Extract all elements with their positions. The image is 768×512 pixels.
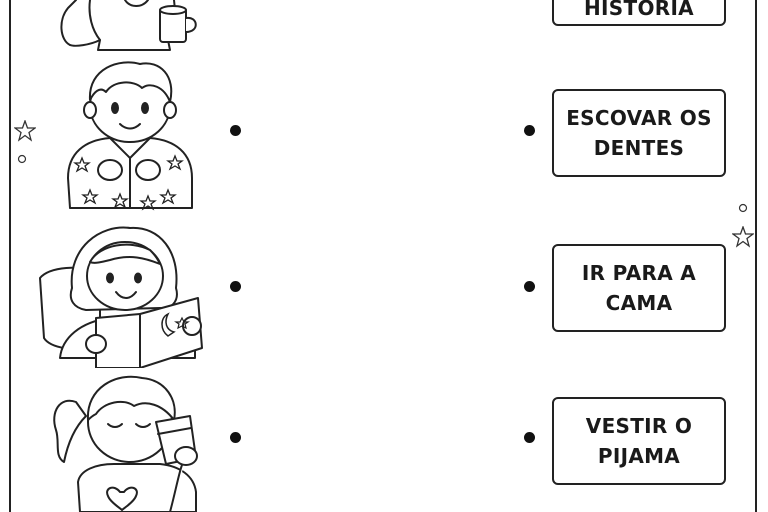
circle-icon (738, 203, 748, 213)
match-dot-left-1[interactable] (230, 125, 241, 136)
circle-icon (17, 154, 27, 164)
star-icon (14, 120, 36, 142)
boy-in-pajamas-illustration (67, 61, 193, 211)
label-text: ESCOVAR OS DENTES (566, 106, 712, 160)
label-text: VESTIR O PIJAMA (585, 414, 693, 468)
girl-reading-book-illustration (39, 226, 203, 368)
label-text: IR PARA A CAMA (581, 261, 697, 315)
match-dot-right-3[interactable] (524, 432, 535, 443)
match-dot-right-1[interactable] (524, 125, 535, 136)
label-box-escovar-os-dentes[interactable]: ESCOVAR OS DENTES (552, 89, 726, 177)
girl-drinking-water-illustration (53, 375, 198, 512)
label-box-historia[interactable]: HISTÓRIA (552, 0, 726, 26)
match-dot-left-2[interactable] (230, 281, 241, 292)
worksheet-border-right (755, 0, 757, 512)
label-text: HISTÓRIA (584, 0, 694, 20)
worksheet-border-left (9, 0, 11, 512)
label-box-ir-para-a-cama[interactable]: IR PARA A CAMA (552, 244, 726, 332)
star-icon (732, 226, 754, 248)
child-with-cup-illustration (60, 0, 197, 51)
match-dot-left-3[interactable] (230, 432, 241, 443)
label-box-vestir-o-pijama[interactable]: VESTIR O PIJAMA (552, 397, 726, 485)
match-dot-right-2[interactable] (524, 281, 535, 292)
